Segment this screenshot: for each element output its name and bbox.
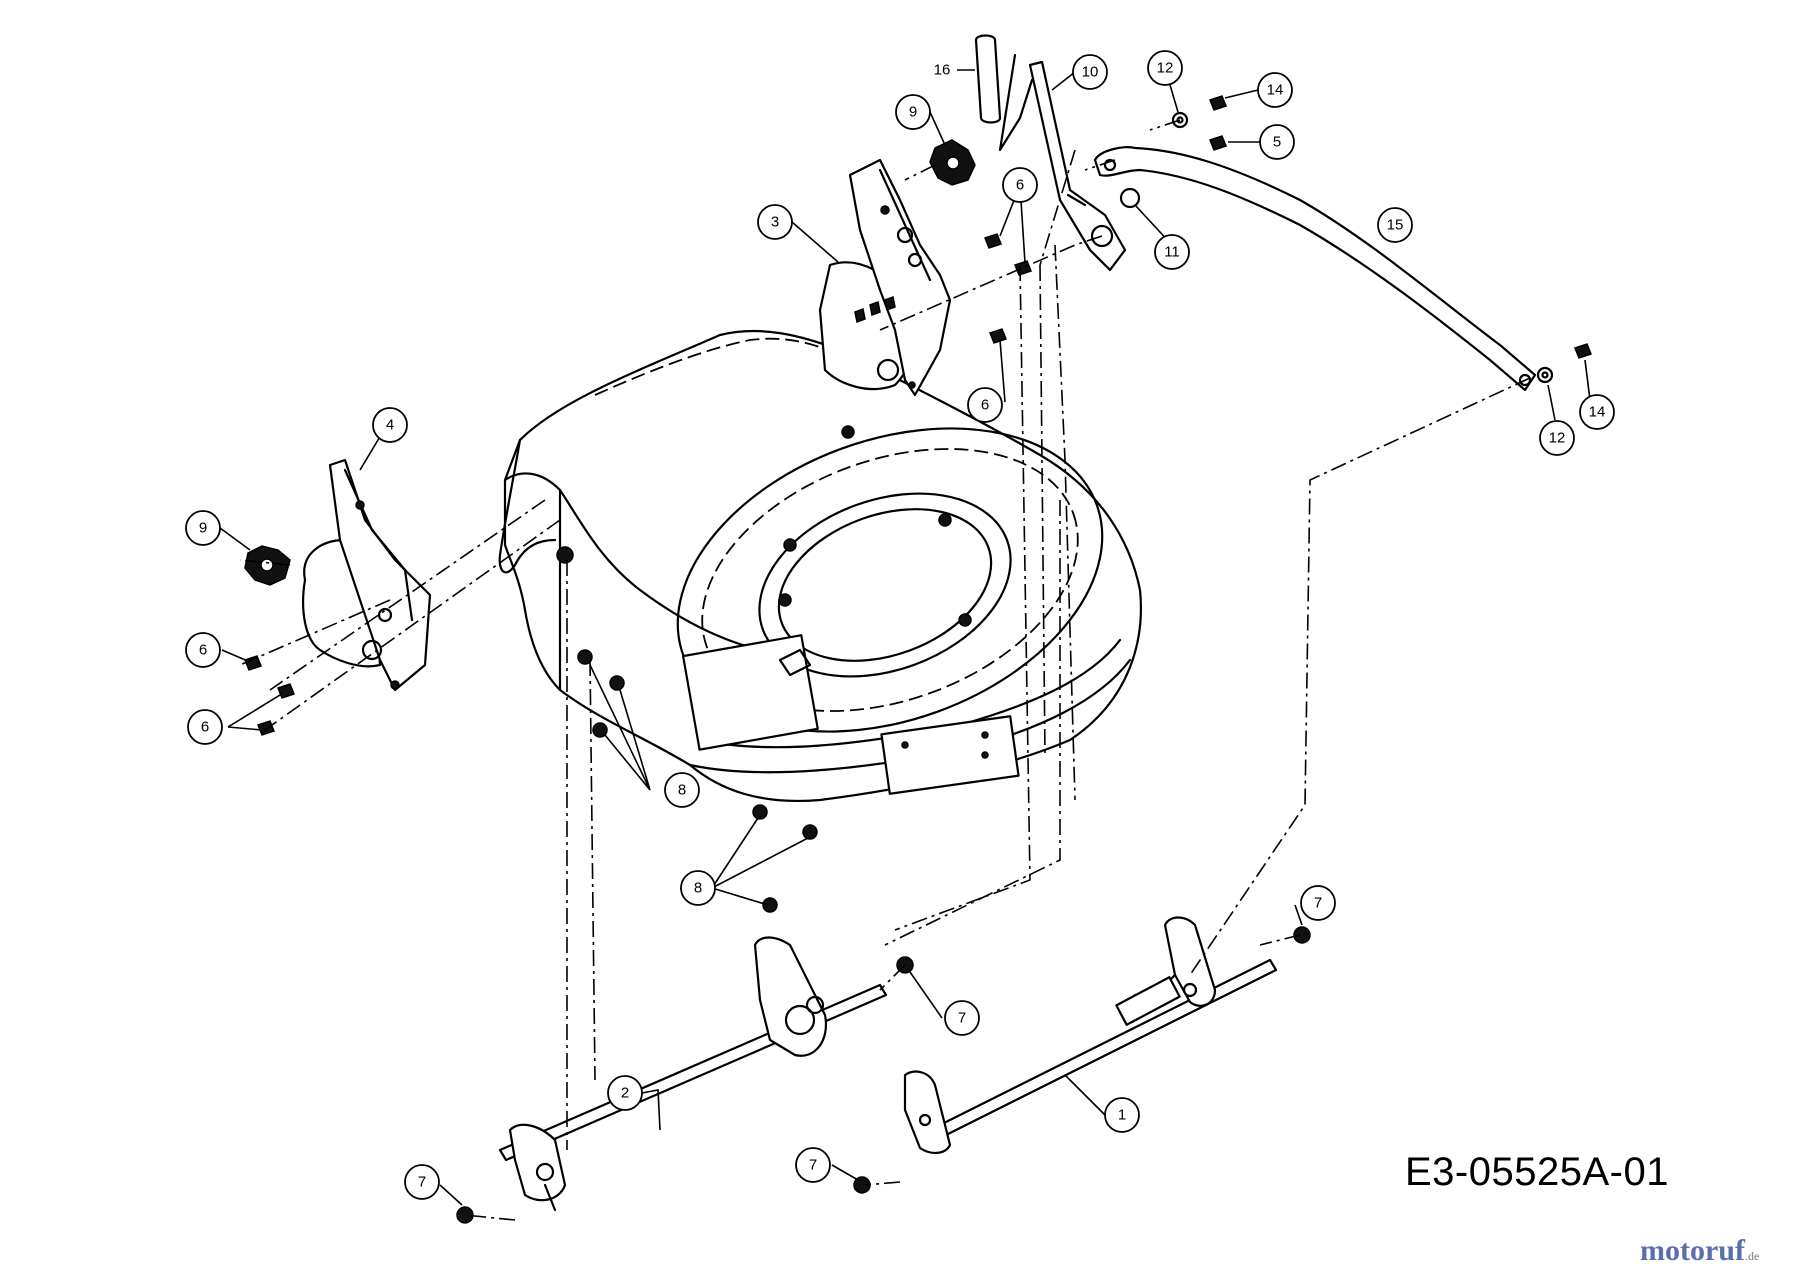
svg-text:7: 7 bbox=[1314, 895, 1322, 912]
callout-9: 9 bbox=[895, 94, 931, 130]
height-adjust-rod bbox=[1093, 146, 1537, 392]
rear-axle-assembly bbox=[498, 936, 888, 1212]
callout-2: 2 bbox=[607, 1075, 643, 1111]
svg-text:16: 16 bbox=[934, 62, 951, 79]
callout-7: 7 bbox=[944, 1000, 980, 1036]
callout-14: 14 bbox=[1579, 394, 1615, 430]
callout-15: 15 bbox=[1377, 207, 1413, 243]
left-adjuster-knob bbox=[244, 545, 291, 586]
svg-text:5: 5 bbox=[1273, 134, 1281, 151]
svg-text:8: 8 bbox=[694, 880, 702, 897]
svg-text:6: 6 bbox=[981, 397, 989, 414]
svg-text:11: 11 bbox=[1164, 244, 1180, 261]
svg-text:15: 15 bbox=[1387, 217, 1404, 234]
callout-3: 3 bbox=[757, 204, 793, 240]
callout-7: 7 bbox=[404, 1164, 440, 1200]
svg-text:2: 2 bbox=[621, 1085, 629, 1102]
svg-text:9: 9 bbox=[199, 520, 207, 537]
left-height-adjuster-bracket bbox=[302, 458, 432, 692]
callout-9: 9 bbox=[185, 510, 221, 546]
break-line bbox=[998, 53, 1034, 152]
callout-1: 1 bbox=[1104, 1097, 1140, 1133]
front-axle-assembly bbox=[903, 916, 1278, 1154]
callout-12: 12 bbox=[1539, 420, 1575, 456]
svg-text:12: 12 bbox=[1549, 430, 1566, 447]
callout-7: 7 bbox=[1300, 885, 1336, 921]
hardware bbox=[244, 95, 1592, 1224]
callout-4: 4 bbox=[372, 407, 408, 443]
callouts: 16 10 12 14 9 5 3 6 11 15 6 12 14 4 9 6 … bbox=[185, 50, 1615, 1200]
callout-6: 6 bbox=[967, 387, 1003, 423]
callout-6: 6 bbox=[187, 709, 223, 745]
handle-lower-bar bbox=[1028, 60, 1127, 272]
svg-text:7: 7 bbox=[418, 1174, 426, 1191]
callout-5: 5 bbox=[1259, 124, 1295, 160]
svg-text:7: 7 bbox=[958, 1010, 966, 1027]
svg-text:7: 7 bbox=[809, 1157, 817, 1174]
callout-8: 8 bbox=[664, 772, 700, 808]
svg-text:14: 14 bbox=[1589, 404, 1606, 421]
svg-text:6: 6 bbox=[1016, 177, 1024, 194]
callout-6: 6 bbox=[1002, 167, 1038, 203]
spring bbox=[1115, 973, 1181, 1026]
svg-text:3: 3 bbox=[771, 214, 779, 231]
drawing-code: E3-05525A-01 bbox=[1405, 1150, 1669, 1194]
svg-text:4: 4 bbox=[386, 417, 394, 434]
callout-7: 7 bbox=[795, 1147, 831, 1183]
svg-text:14: 14 bbox=[1267, 82, 1284, 99]
svg-text:9: 9 bbox=[909, 104, 917, 121]
svg-text:6: 6 bbox=[199, 642, 207, 659]
svg-text:8: 8 bbox=[678, 782, 686, 799]
svg-text:12: 12 bbox=[1157, 60, 1174, 77]
watermark-logo: motoruf.de bbox=[1640, 1234, 1759, 1268]
svg-text:1: 1 bbox=[1118, 1107, 1126, 1124]
mower-deck bbox=[498, 329, 1142, 802]
watermark-tld: .de bbox=[1744, 1249, 1760, 1263]
svg-text:6: 6 bbox=[201, 719, 209, 736]
right-adjuster-knob bbox=[929, 139, 976, 186]
callout-6: 6 bbox=[185, 632, 221, 668]
callout-14: 14 bbox=[1257, 72, 1293, 108]
callout-12: 12 bbox=[1147, 50, 1183, 86]
callout-11: 11 bbox=[1154, 234, 1190, 270]
svg-text:10: 10 bbox=[1082, 64, 1099, 81]
right-height-adjuster-bracket bbox=[818, 158, 952, 397]
callout-10: 10 bbox=[1072, 54, 1108, 90]
watermark-brand: motoruf bbox=[1640, 1234, 1745, 1267]
callout-16: 16 bbox=[934, 62, 951, 79]
callout-8: 8 bbox=[680, 870, 716, 906]
assembly-lines bbox=[239, 119, 1531, 1221]
handle-grip-tube bbox=[974, 34, 1002, 124]
